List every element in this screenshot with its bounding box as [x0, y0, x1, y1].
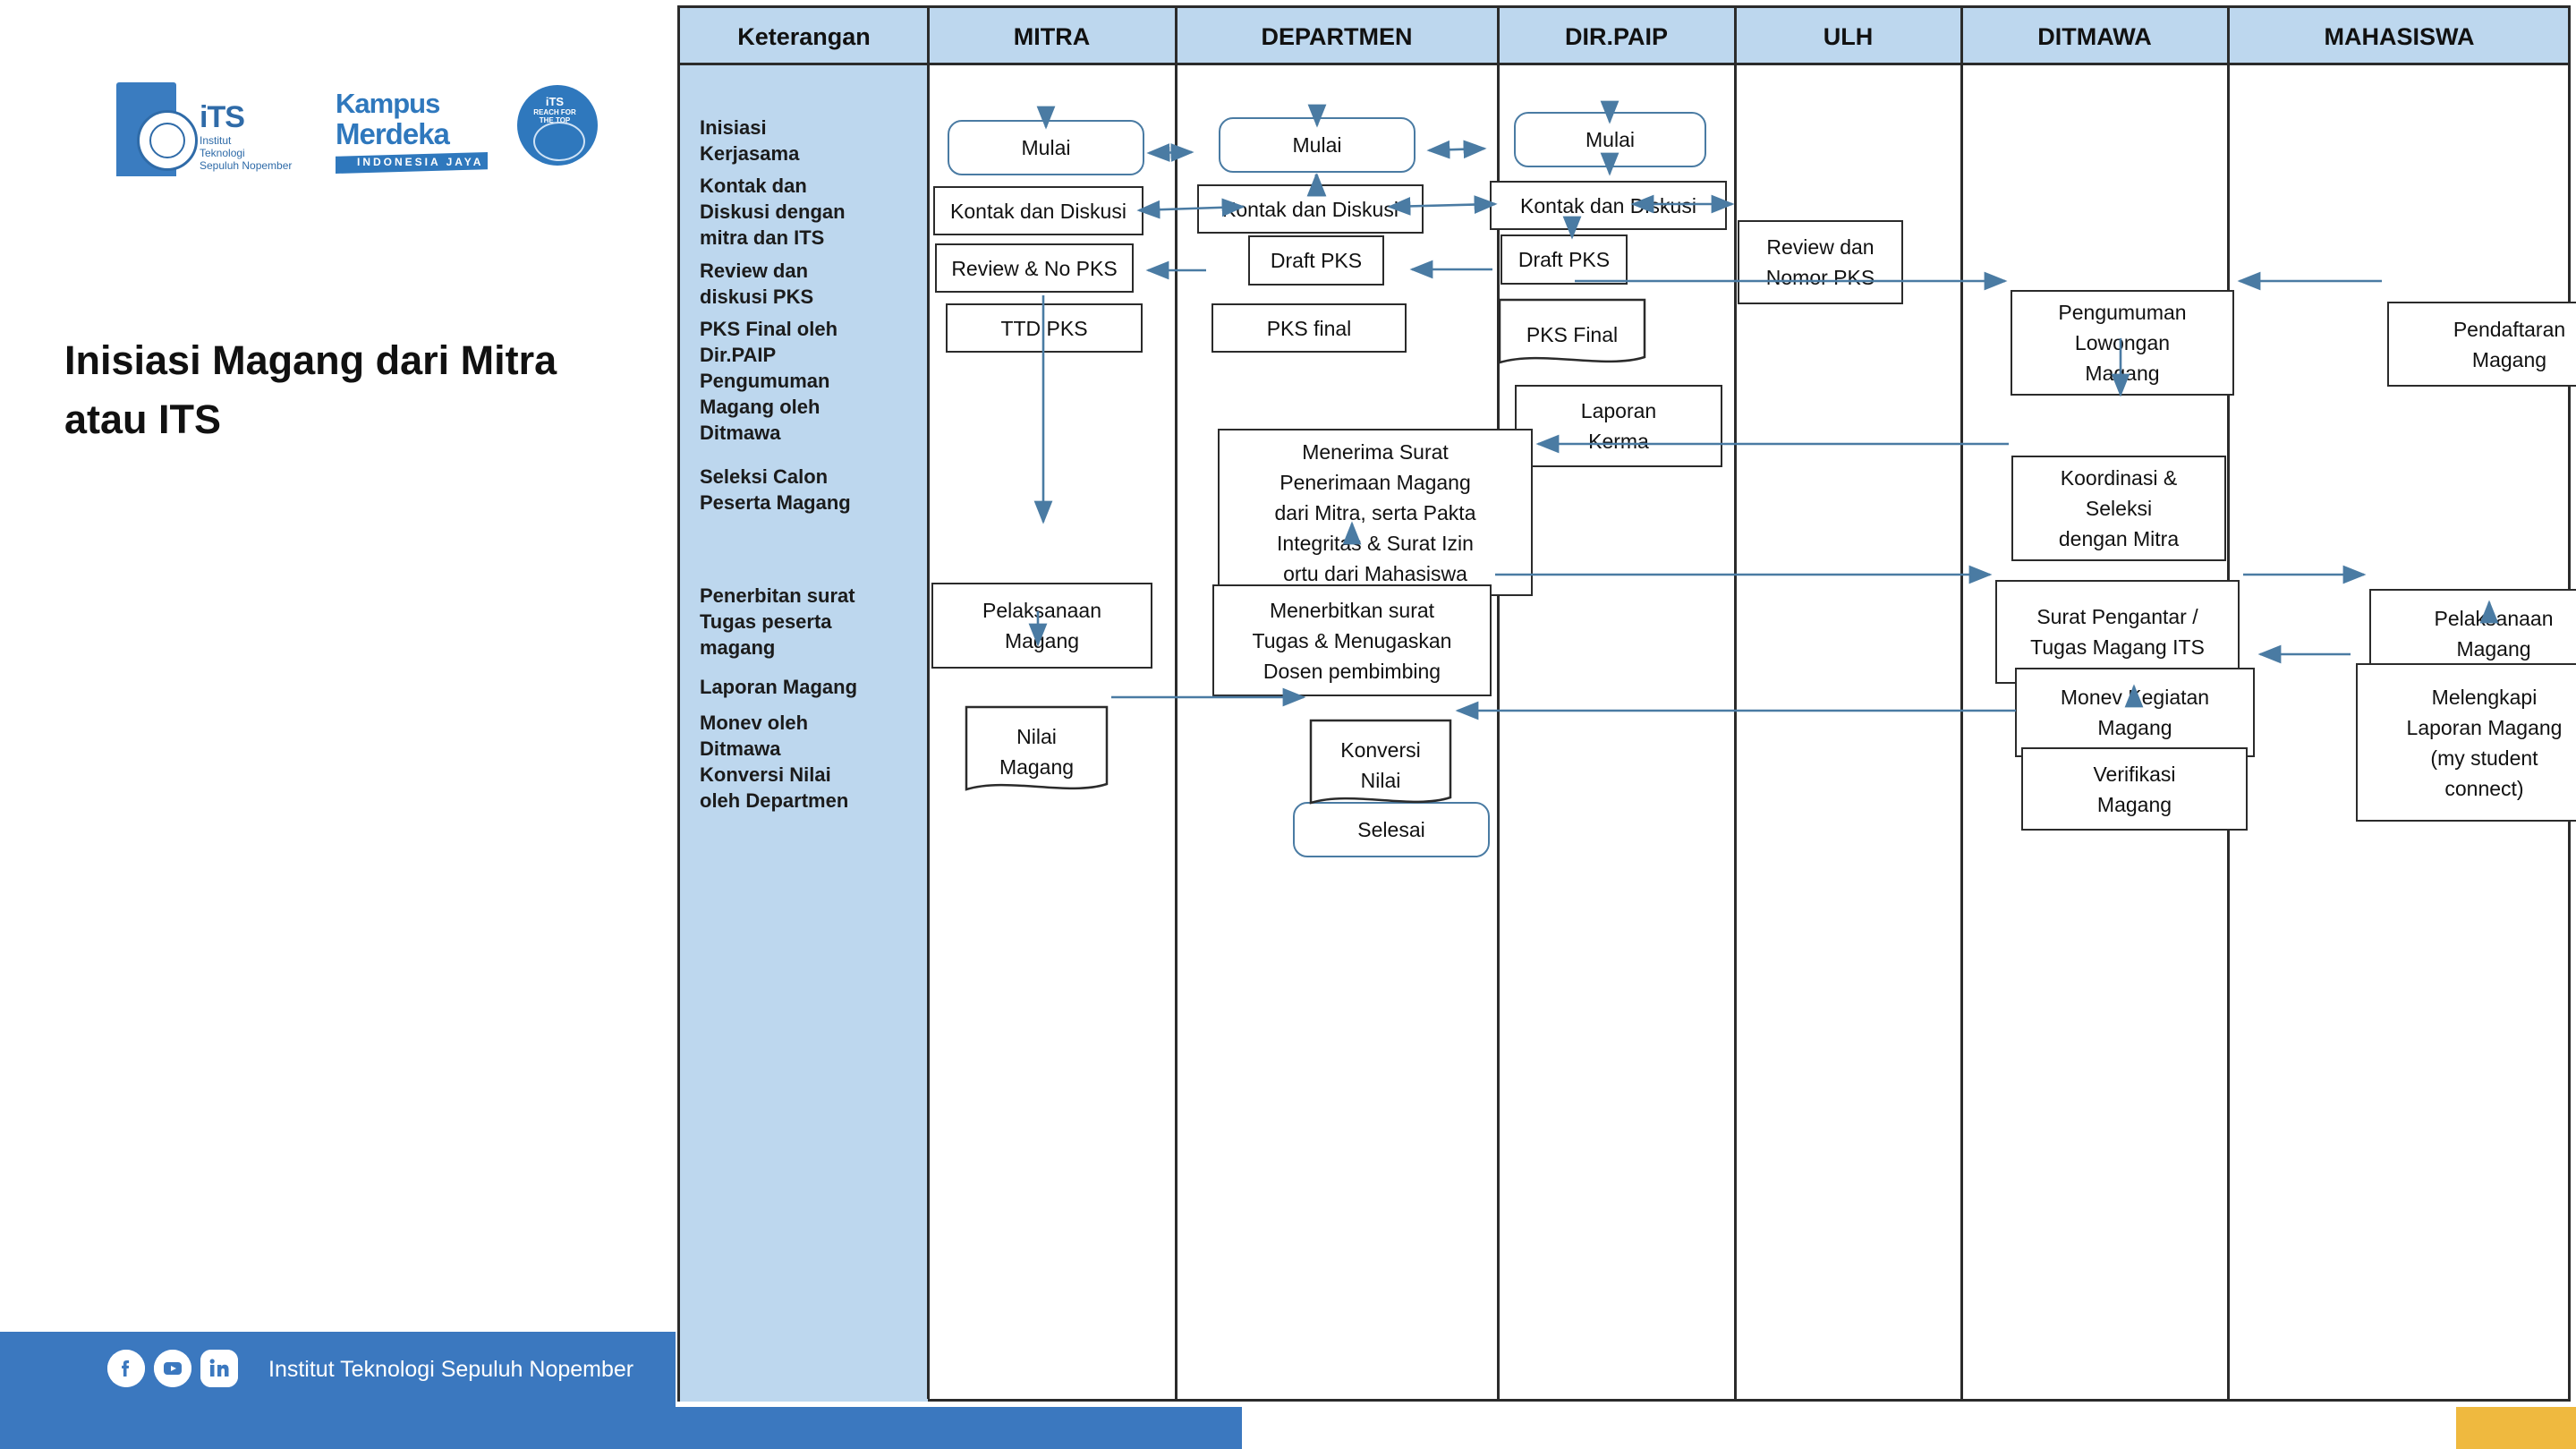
kampus-merdeka-line1: Kampus: [336, 88, 440, 119]
flow-node-dep-pksfinal: PKS final: [1211, 303, 1407, 353]
column-header-mahasiswa: MAHASISWA: [2324, 22, 2475, 50]
flow-node-dep-kontak: Kontak dan Diskusi: [1197, 184, 1424, 234]
bottom-accent-bar-blue: [0, 1407, 1242, 1449]
flow-node-mitra-ttd: TTD PKS: [946, 303, 1143, 353]
lane-divider: [1497, 8, 1500, 1399]
flow-node-mitra-kontak: Kontak dan Diskusi: [933, 186, 1143, 235]
kampus-merdeka-ribbon-text: INDONESIA JAYA: [357, 156, 484, 168]
reach-top-globe-icon: [533, 122, 585, 161]
flow-node-paip-pksfinal: PKS Final: [1498, 298, 1646, 371]
kampus-merdeka-ribbon: INDONESIA JAYA: [336, 152, 488, 174]
column-header-mitra: MITRA: [1013, 22, 1091, 50]
lane-divider: [1734, 8, 1737, 1399]
flow-node-paip-draft: Draft PKS: [1501, 234, 1628, 285]
flow-node-dep-draft: Draft PKS: [1248, 235, 1384, 286]
column-header-departmen: DEPARTMEN: [1261, 22, 1413, 50]
its-logo-wordmark: iTS: [200, 100, 245, 134]
social-links: [107, 1350, 238, 1387]
kampus-merdeka-line2: Merdeka: [336, 117, 450, 150]
footer-text: Institut Teknologi Sepuluh Nopember: [268, 1357, 634, 1382]
linkedin-icon[interactable]: [200, 1350, 238, 1387]
footer-bar: Institut Teknologi Sepuluh Nopember: [0, 1332, 676, 1407]
facebook-icon[interactable]: [107, 1350, 145, 1387]
column-header-dir-paip: DIR.PAIP: [1564, 22, 1668, 50]
column-header-ulh: ULH: [1823, 22, 1874, 50]
flow-node-paip-kontak: Kontak dan Diskusi: [1490, 181, 1727, 230]
youtube-icon[interactable]: [154, 1350, 191, 1387]
lane-divider: [927, 8, 930, 1399]
column-header-keterangan: Keterangan: [737, 22, 871, 50]
its-logo-seal-icon: [137, 110, 198, 171]
flow-node-dep-mulai: Mulai: [1219, 117, 1416, 173]
reach-top-its-text: iTS: [545, 95, 565, 108]
flow-node-mitra-review-nopks: Review & No PKS: [935, 243, 1134, 293]
flow-node-dep-selesai: Selesai: [1293, 802, 1490, 857]
flow-node-paip-mulai: Mulai: [1514, 112, 1706, 167]
flow-node-mitra-mulai: Mulai: [948, 120, 1144, 175]
bottom-accent-bar-gold: [2456, 1407, 2576, 1449]
flow-node-label: PKS Final: [1526, 323, 1619, 346]
keterangan-item: Laporan Magang: [700, 676, 858, 698]
lane-divider: [1960, 8, 1963, 1399]
lane-divider: [1175, 8, 1177, 1399]
page-title: Inisiasi Magang dari Mitra atau ITS: [64, 337, 557, 442]
kampus-merdeka-logo: Kampus Merdeka INDONESIA JAYA: [336, 81, 492, 179]
swimlane-header-row: Keterangan MITRA DEPARTMEN DIR.PAIP ULH DITMA…: [680, 8, 2568, 65]
column-header-ditmawa: DITMAWA: [2037, 22, 2152, 50]
